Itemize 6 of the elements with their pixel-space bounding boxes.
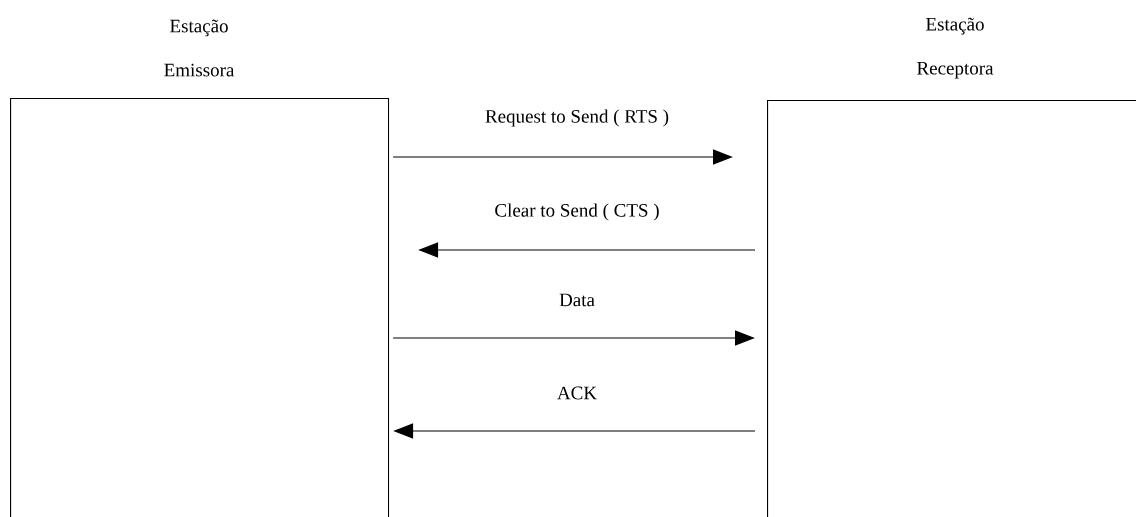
edge-label: Clear to Send ( CTS ) xyxy=(493,202,661,222)
edge-label: ACK xyxy=(555,385,599,401)
edge-label: Data xyxy=(558,292,596,308)
edge-label: Request to Send ( RTS ) xyxy=(483,108,671,128)
station-heading: Estação Receptora xyxy=(917,17,994,79)
station-heading: Estação Emissora xyxy=(164,19,235,77)
